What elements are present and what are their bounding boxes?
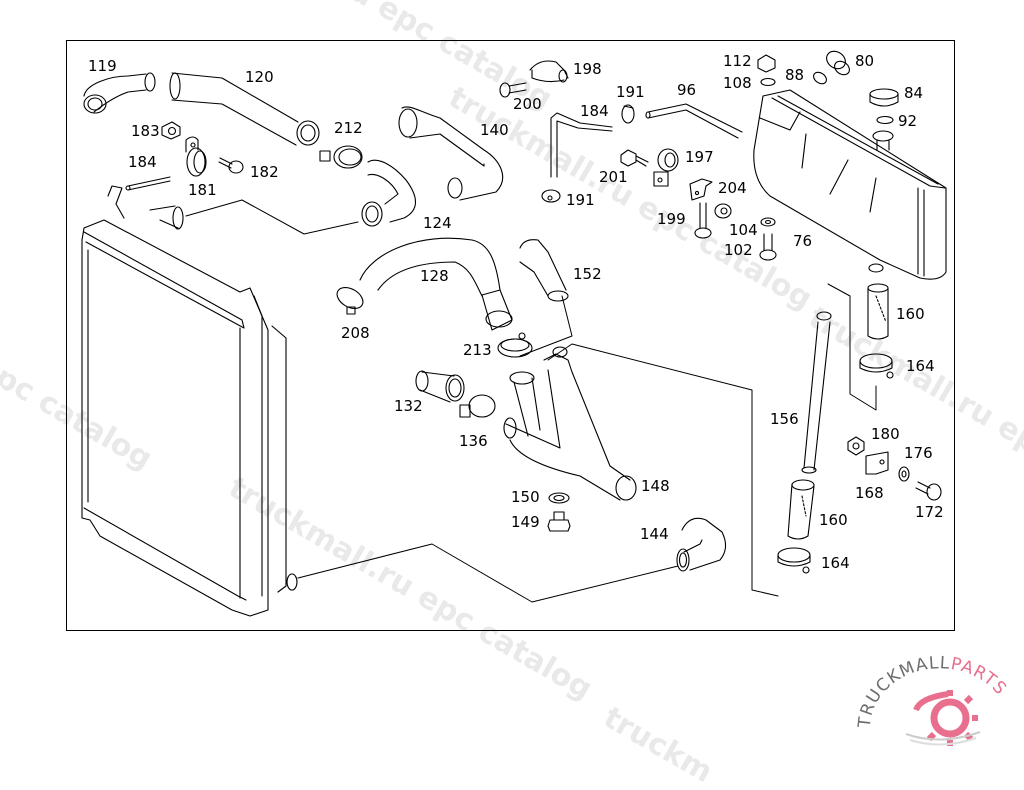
- callout-84[interactable]: 84: [904, 84, 923, 102]
- nut-180: [848, 437, 864, 455]
- nut-204: [715, 204, 731, 218]
- hose-160-upper: [868, 284, 888, 339]
- callout-128[interactable]: 128: [420, 267, 449, 285]
- callout-164[interactable]: 164: [906, 357, 935, 375]
- tube-96: [646, 104, 742, 138]
- washer-108: [761, 79, 775, 86]
- callout-180[interactable]: 180: [871, 425, 900, 443]
- callout-172[interactable]: 172: [915, 503, 944, 521]
- callout-80[interactable]: 80: [855, 52, 874, 70]
- callout-160[interactable]: 160: [896, 305, 925, 323]
- callout-184[interactable]: 184: [580, 102, 609, 120]
- bracket-204: [690, 179, 712, 200]
- clamp-208: [333, 283, 366, 314]
- radiator: [82, 186, 297, 616]
- callout-102[interactable]: 102: [724, 241, 753, 259]
- callout-112[interactable]: 112: [723, 52, 752, 70]
- hose-152: [520, 240, 568, 301]
- screw-199: [695, 203, 711, 238]
- nut-183: [162, 122, 180, 139]
- hose-119: [84, 73, 155, 113]
- parts-diagram: truckmall.ru epc catalog truckmall.ru ep…: [0, 0, 1024, 750]
- callout-183[interactable]: 183: [131, 122, 160, 140]
- clamp-191-upper: [622, 105, 634, 123]
- callout-152[interactable]: 152: [573, 265, 602, 283]
- callout-120[interactable]: 120: [245, 68, 274, 86]
- callout-148[interactable]: 148: [641, 477, 670, 495]
- bolt-172: [916, 482, 941, 500]
- callout-191[interactable]: 191: [566, 191, 595, 209]
- nut-112: [758, 55, 775, 72]
- callout-182[interactable]: 182: [250, 163, 279, 181]
- rod-184: [126, 177, 170, 190]
- callout-150[interactable]: 150: [511, 488, 540, 506]
- callout-96[interactable]: 96: [677, 81, 696, 99]
- assembly-lines: [186, 200, 876, 602]
- callout-168[interactable]: 168: [855, 484, 884, 502]
- callout-181[interactable]: 181: [188, 181, 217, 199]
- plug-80: [823, 48, 852, 78]
- callout-197[interactable]: 197: [685, 148, 714, 166]
- callout-136[interactable]: 136: [459, 432, 488, 450]
- clamp-197: [654, 149, 678, 186]
- truckmall-parts-logo: TRUCKMALLPARTS: [850, 650, 1024, 750]
- tube-156: [802, 312, 831, 473]
- bolt-102: [760, 234, 776, 260]
- callout-213[interactable]: 213: [463, 341, 492, 359]
- callout-104[interactable]: 104: [729, 221, 758, 239]
- washer-104: [761, 218, 775, 226]
- callout-124[interactable]: 124: [423, 214, 452, 232]
- washer-150: [549, 493, 569, 503]
- callout-156[interactable]: 156: [770, 410, 799, 428]
- callout-119[interactable]: 119: [88, 57, 117, 75]
- callout-184[interactable]: 184: [128, 153, 157, 171]
- hose-160-lower: [788, 480, 814, 539]
- bolt-201: [621, 150, 648, 166]
- callout-144[interactable]: 144: [640, 525, 669, 543]
- clamp-164-upper: [860, 354, 893, 378]
- clamp-136: [460, 395, 495, 417]
- callout-88[interactable]: 88: [785, 66, 804, 84]
- callout-204[interactable]: 204: [718, 179, 747, 197]
- clamp-191: [542, 190, 560, 202]
- gasket-88: [811, 70, 828, 86]
- callout-164[interactable]: 164: [821, 554, 850, 572]
- washer-176: [899, 467, 909, 481]
- callout-208[interactable]: 208: [341, 324, 370, 342]
- hose-144: [677, 518, 726, 571]
- cap-84: [870, 89, 898, 106]
- callout-200[interactable]: 200: [513, 95, 542, 113]
- hose-124: [362, 160, 416, 226]
- callout-160[interactable]: 160: [819, 511, 848, 529]
- callout-201[interactable]: 201: [599, 168, 628, 186]
- callout-212[interactable]: 212: [334, 119, 363, 137]
- expansion-tank-76: [754, 90, 946, 279]
- seal-92: [877, 117, 893, 124]
- callout-108[interactable]: 108: [723, 74, 752, 92]
- clamp-212: [320, 146, 362, 168]
- callout-92[interactable]: 92: [898, 112, 917, 130]
- clamp-198: [530, 61, 568, 82]
- callout-191[interactable]: 191: [616, 83, 645, 101]
- bolt-182: [219, 158, 243, 173]
- callout-140[interactable]: 140: [480, 121, 509, 139]
- callout-199[interactable]: 199: [657, 210, 686, 228]
- gear-icon: [906, 690, 980, 746]
- callout-76[interactable]: 76: [793, 232, 812, 250]
- callout-labels: 119 120 183 212 140 184 182 181 198 200 184 191 96 20…: [88, 52, 944, 572]
- callout-198[interactable]: 198: [573, 60, 602, 78]
- plug-149: [548, 512, 570, 531]
- clamp-181: [186, 137, 206, 176]
- diagram-drawing: 119 120 183 212 140 184 182 181 198 200 184 191 96 20…: [0, 0, 1024, 750]
- y-pipe-148: [504, 347, 636, 500]
- clamp-164-lower: [778, 548, 810, 573]
- hose-132: [416, 371, 464, 402]
- callout-132[interactable]: 132: [394, 397, 423, 415]
- callout-149[interactable]: 149: [511, 513, 540, 531]
- bracket-168: [866, 452, 888, 474]
- callout-176[interactable]: 176: [904, 444, 933, 462]
